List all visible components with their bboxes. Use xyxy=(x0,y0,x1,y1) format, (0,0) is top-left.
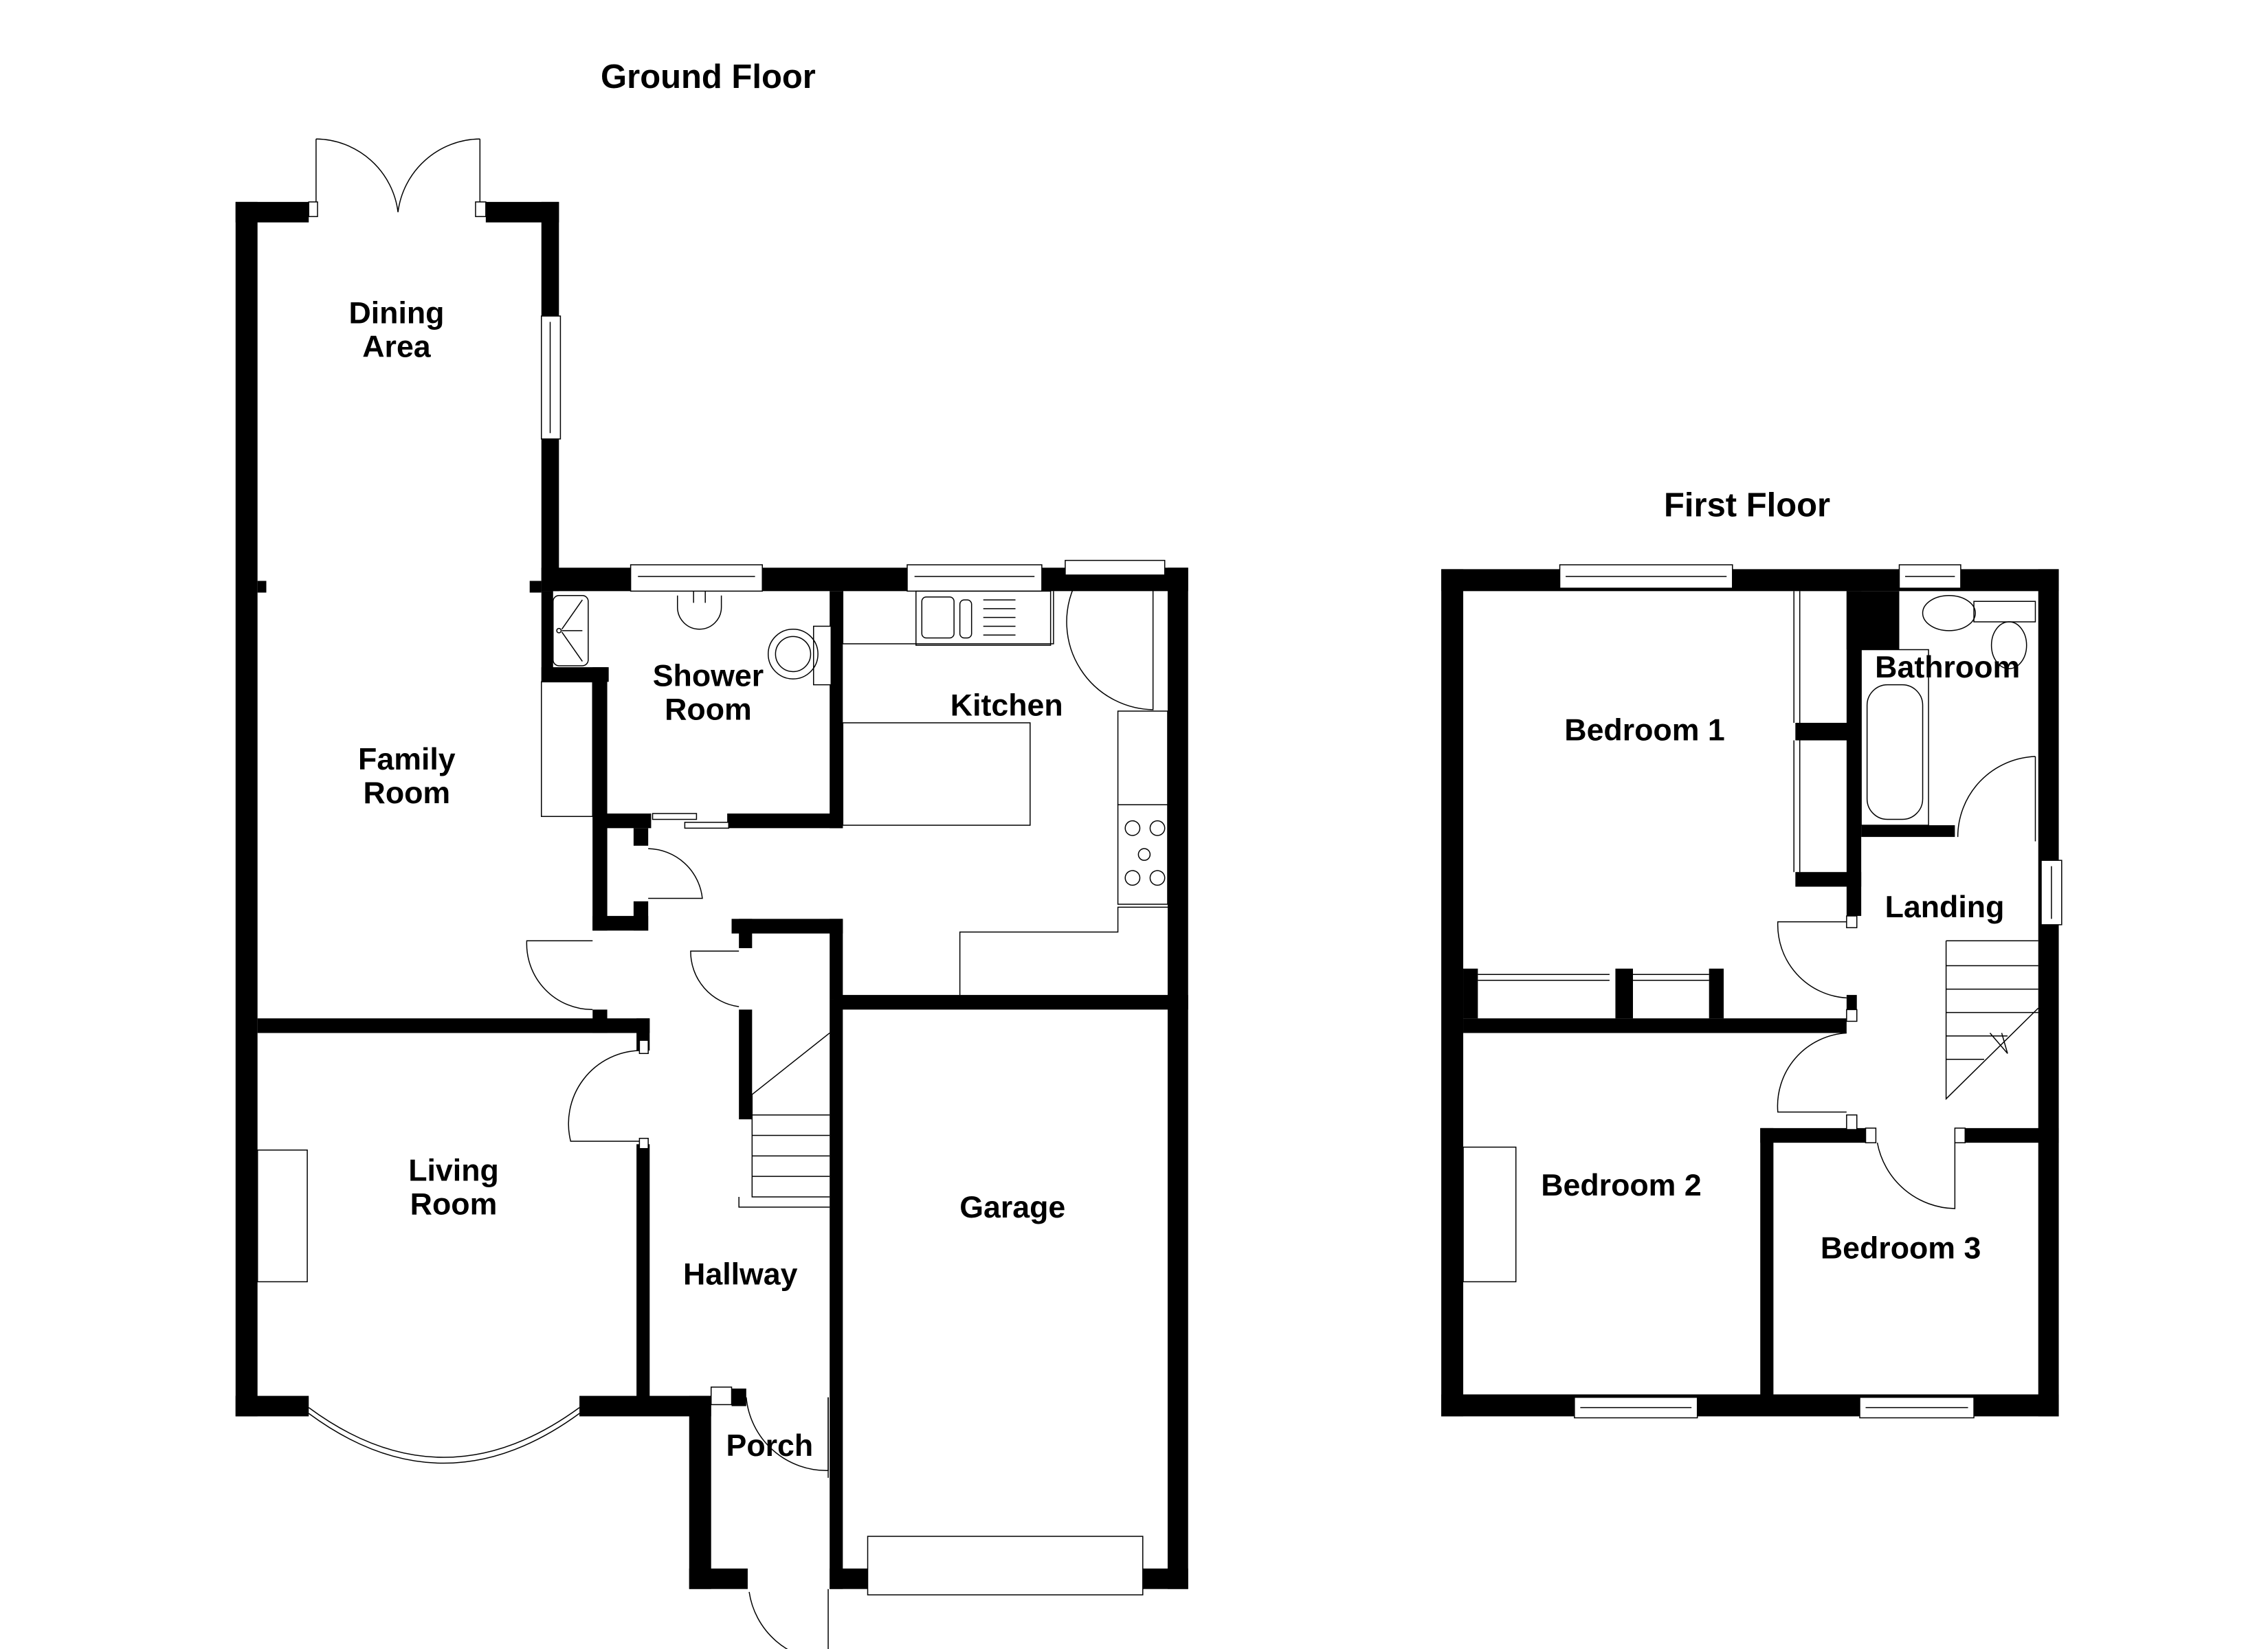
room-label-living-line2: Room xyxy=(410,1188,498,1222)
room-label-garage: Garage xyxy=(959,1191,1065,1224)
room-label-shower-line2: Room xyxy=(665,693,752,727)
room-label-porch: Porch xyxy=(726,1429,814,1463)
ground-floor-plan xyxy=(235,138,1188,1649)
first-floor-plan xyxy=(1441,564,2063,1419)
room-label-dining-line1: Dining xyxy=(348,297,444,330)
ground-floor-title: Ground Floor xyxy=(601,58,816,96)
room-label-bedroom-3: Bedroom 3 xyxy=(1821,1231,1981,1265)
room-label-dining-line2: Area xyxy=(362,330,432,364)
room-label-bedroom-1: Bedroom 1 xyxy=(1564,714,1724,748)
room-label-family-line2: Room xyxy=(364,776,451,810)
room-label-kitchen: Kitchen xyxy=(950,688,1063,722)
room-label-bedroom-2: Bedroom 2 xyxy=(1541,1169,1701,1202)
room-label-landing: Landing xyxy=(1885,890,2005,924)
room-label-bathroom: Bathroom xyxy=(1875,651,2020,684)
room-label-family-line1: Family xyxy=(358,743,456,776)
room-label-hallway: Hallway xyxy=(683,1258,798,1292)
room-label-living-line1: Living xyxy=(408,1154,499,1188)
room-label-shower-line1: Shower xyxy=(653,660,764,693)
first-floor-title: First Floor xyxy=(1664,487,1830,524)
